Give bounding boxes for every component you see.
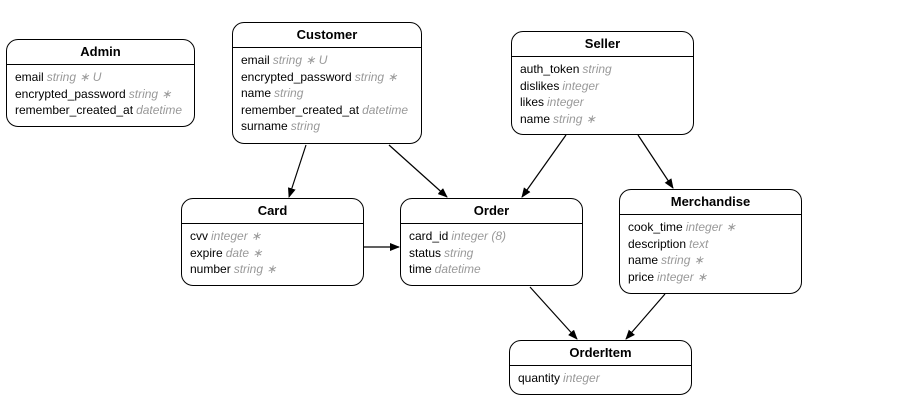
attribute-name: card_id (409, 229, 449, 243)
edge-customer-card (287, 144, 307, 198)
attribute-name: encrypted_password (15, 86, 126, 101)
entity-title: Seller (512, 32, 693, 57)
edge-seller-merchandise (637, 134, 674, 189)
attribute-name: quantity (518, 371, 561, 385)
attribute-type: datetime (434, 262, 481, 276)
entity-title: Customer (233, 23, 421, 48)
attribute-type: string ∗ U (272, 53, 328, 67)
attribute-name: description (628, 236, 687, 251)
attribute-name: status (409, 245, 442, 260)
attribute-name: name (520, 111, 551, 126)
attribute-name: number (190, 262, 231, 276)
attribute-type: integer (563, 371, 600, 385)
attribute-name: dislikes (520, 78, 560, 93)
attribute-name: auth_token (520, 62, 580, 76)
attribute-name: time (409, 262, 432, 276)
entity-title: Order (401, 199, 582, 224)
attribute-name: email (15, 70, 44, 84)
entity-title: OrderItem (510, 341, 691, 366)
attribute-type: integer ∗ (657, 269, 708, 284)
attribute-type: integer (547, 95, 584, 109)
entity-title: Merchandise (620, 190, 801, 215)
attribute-name: cook_time (628, 220, 683, 234)
attribute-type: integer ∗ (211, 229, 262, 243)
attribute-type: string ∗ (661, 253, 704, 267)
attribute-type: string ∗ U (46, 70, 102, 84)
attribute-type: integer (562, 78, 600, 93)
attribute-name: expire (190, 245, 223, 260)
edge-seller-order (521, 134, 567, 198)
attribute-name: remember_created_at (241, 102, 360, 117)
attribute-name: likes (520, 95, 545, 109)
edge-customer-order (388, 144, 448, 198)
attribute-type: string (274, 86, 304, 100)
attribute-type: datetime (136, 103, 183, 117)
attribute-type: string (582, 62, 612, 76)
attribute-name: remember_created_at (15, 103, 134, 117)
edge-merchandise-orderitem (625, 293, 666, 340)
attribute-name: email (241, 53, 270, 67)
attribute-type: integer (8) (451, 229, 507, 243)
attribute-name: surname (241, 119, 288, 133)
attribute-type: date ∗ (225, 245, 263, 260)
attribute-type: string (444, 245, 474, 260)
attribute-type: string ∗ (128, 86, 172, 101)
attribute-type: string (290, 119, 321, 133)
attribute-type: text (689, 236, 709, 251)
attribute-type: string ∗ (233, 262, 277, 276)
attribute-type: datetime (362, 102, 409, 117)
attribute-type: integer ∗ (685, 220, 736, 234)
edge-order-orderitem (529, 286, 578, 340)
entity-title: Card (182, 199, 363, 224)
attribute-name: name (241, 86, 272, 100)
attribute-name: price (628, 269, 655, 284)
attribute-type: string ∗ (354, 69, 398, 84)
attribute-name: encrypted_password (241, 69, 352, 84)
attribute-type: string ∗ (553, 111, 596, 126)
attribute-name: name (628, 253, 659, 267)
entity-title: Admin (7, 40, 194, 65)
attribute-name: cvv (190, 229, 208, 243)
